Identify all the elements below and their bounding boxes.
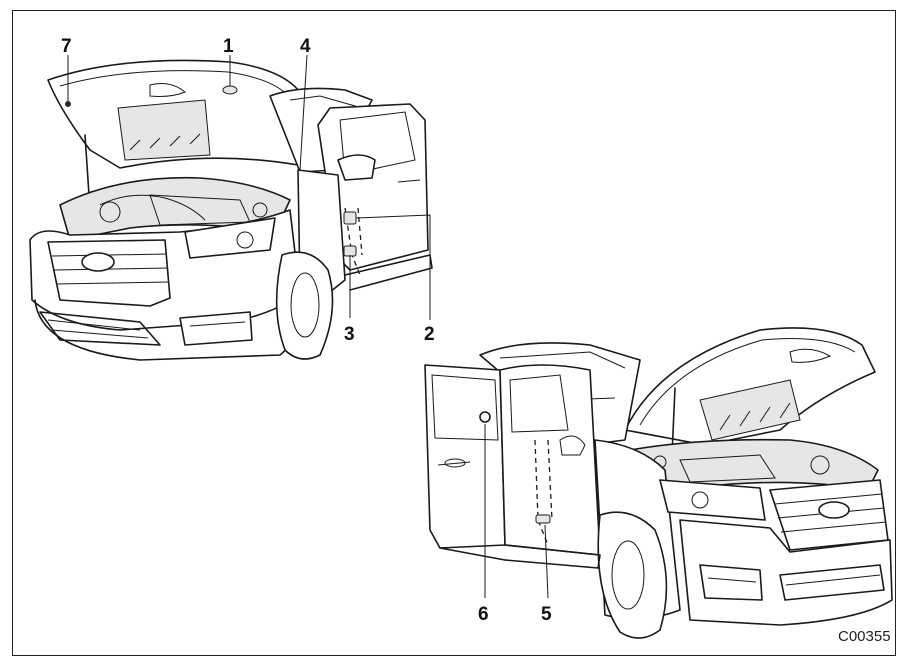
car-front-left-icon xyxy=(29,59,433,361)
leader-lines-right xyxy=(484,424,549,599)
leader-lines-left xyxy=(65,54,431,320)
callout-6: 6 xyxy=(478,604,489,625)
callout-7: 7 xyxy=(61,36,72,57)
callout-2: 2 xyxy=(424,324,435,345)
callout-4: 4 xyxy=(300,36,311,57)
callout-1: 1 xyxy=(223,36,234,57)
callout-5: 5 xyxy=(541,604,552,625)
callout-3: 3 xyxy=(344,324,355,345)
figure-code: C00355 xyxy=(838,628,891,645)
car-front-right-icon xyxy=(424,327,893,639)
callouts: 7 1 4 2 3 6 5 xyxy=(61,36,552,625)
